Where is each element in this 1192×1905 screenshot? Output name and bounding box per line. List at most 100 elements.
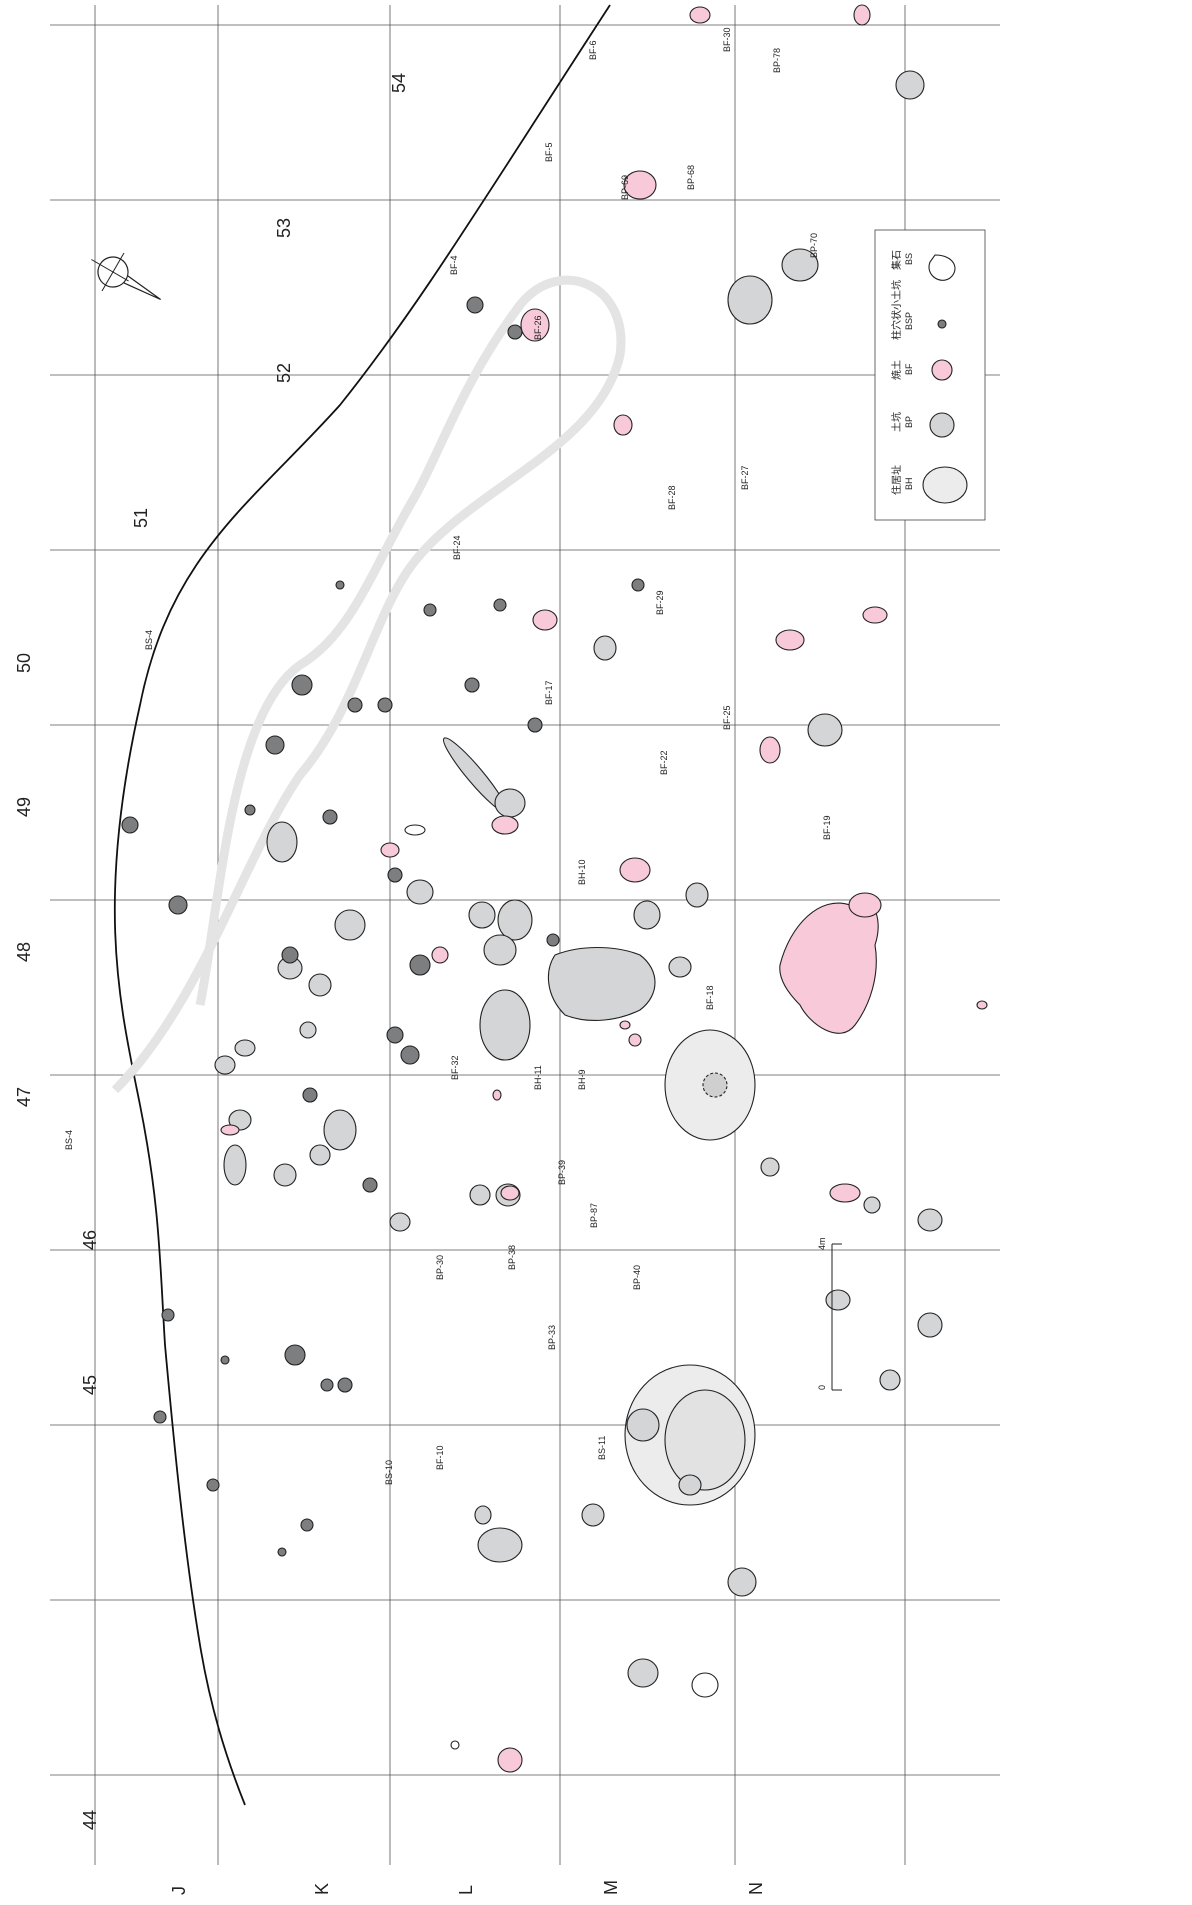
bsp-50[interactable]: [320, 1378, 334, 1392]
bp-71[interactable]: [547, 946, 656, 1021]
bf-28[interactable]: [775, 629, 805, 651]
bf-6[interactable]: [689, 6, 711, 24]
bf-7[interactable]: [380, 842, 400, 858]
bsp-5[interactable]: [161, 1308, 175, 1322]
bp-37[interactable]: [626, 1408, 660, 1442]
bf-16[interactable]: [492, 1089, 502, 1101]
bp-34[interactable]: [323, 1109, 357, 1151]
bp-39[interactable]: [678, 1474, 702, 1496]
bp-8[interactable]: [266, 821, 298, 863]
bsp-20[interactable]: [347, 697, 363, 713]
bsp-64[interactable]: [527, 717, 543, 733]
bp-66[interactable]: [479, 989, 531, 1061]
bp-67[interactable]: [807, 713, 843, 747]
bsp-74[interactable]: [337, 1377, 353, 1393]
bsp-33[interactable]: [466, 296, 484, 314]
bp-36[interactable]: [309, 1144, 331, 1166]
bp-42[interactable]: [299, 1021, 317, 1039]
bf-4[interactable]: [520, 308, 550, 342]
bp-62[interactable]: [483, 934, 517, 966]
bsp-63[interactable]: [464, 677, 480, 693]
bsp-62[interactable]: [493, 598, 507, 612]
bp-40[interactable]: [727, 1567, 757, 1597]
bsp-55[interactable]: [362, 1177, 378, 1193]
bs-10[interactable]: [450, 1740, 460, 1750]
bsp-27[interactable]: [291, 674, 313, 696]
bp-49[interactable]: [214, 1055, 236, 1075]
bf-20[interactable]: [628, 1033, 642, 1047]
bsp-75[interactable]: [409, 954, 431, 976]
bp-47[interactable]: [497, 899, 533, 941]
bp-88[interactable]: [234, 1039, 256, 1057]
bsp-31[interactable]: [423, 603, 437, 617]
bsp-38[interactable]: [284, 1344, 306, 1366]
bsp-65[interactable]: [631, 578, 645, 592]
bp-59[interactable]: [633, 900, 661, 930]
bp-53[interactable]: [825, 1289, 851, 1311]
bsp-40[interactable]: [281, 946, 299, 964]
bsp-19[interactable]: [322, 809, 338, 825]
bsp-6[interactable]: [121, 816, 139, 834]
bp-38[interactable]: [581, 1503, 605, 1527]
bp-44[interactable]: [389, 1212, 411, 1232]
bsp-14[interactable]: [168, 895, 188, 915]
bf-12[interactable]: [220, 1124, 240, 1136]
bp-72[interactable]: [760, 1157, 780, 1177]
bf-24[interactable]: [532, 609, 558, 631]
bf-19[interactable]: [976, 1000, 988, 1010]
bsp-30[interactable]: [335, 580, 345, 590]
bsp-60[interactable]: [546, 933, 560, 947]
bp-73[interactable]: [668, 956, 692, 978]
bsp-18[interactable]: [265, 735, 285, 755]
bp-78[interactable]: [895, 70, 925, 100]
bf-18[interactable]: [829, 1183, 861, 1203]
bf-27[interactable]: [862, 606, 888, 624]
bp-45[interactable]: [223, 1144, 247, 1186]
bp-60[interactable]: [469, 1184, 491, 1206]
bsp-4[interactable]: [220, 1355, 230, 1365]
bf-23[interactable]: [431, 946, 449, 964]
bf-25[interactable]: [848, 892, 882, 918]
bp-64[interactable]: [406, 879, 434, 905]
bsp-88[interactable]: [386, 1026, 404, 1044]
bp-48[interactable]: [334, 909, 366, 941]
bf-14[interactable]: [404, 824, 426, 836]
bp-69[interactable]: [727, 275, 773, 325]
bf-21[interactable]: [619, 1020, 631, 1030]
bsp-9[interactable]: [244, 804, 256, 816]
bp-46[interactable]: [228, 1109, 252, 1131]
bf-26[interactable]: [613, 414, 633, 436]
bp-89[interactable]: [702, 1072, 728, 1098]
bf-5[interactable]: [623, 170, 657, 200]
bp-56[interactable]: [879, 1369, 901, 1391]
bp-58[interactable]: [685, 882, 709, 908]
bp-81[interactable]: [593, 635, 617, 661]
bf-10[interactable]: [497, 1747, 523, 1773]
bf-29[interactable]: [759, 736, 781, 764]
bf-32[interactable]: [500, 1185, 520, 1201]
bsp-48[interactable]: [300, 1518, 314, 1532]
bs-11[interactable]: [691, 1672, 719, 1698]
bp-86[interactable]: [494, 788, 526, 818]
bf-30[interactable]: [853, 4, 871, 26]
bsp-61[interactable]: [387, 867, 403, 883]
bsp-3[interactable]: [153, 1410, 167, 1424]
bsp-2[interactable]: [206, 1478, 220, 1492]
bsp-34[interactable]: [507, 324, 523, 340]
bp-54[interactable]: [917, 1208, 943, 1232]
bf-13-15[interactable]: [491, 815, 519, 835]
bp-68[interactable]: [781, 248, 819, 282]
bp-57[interactable]: [917, 1312, 943, 1338]
bf-22[interactable]: [779, 899, 879, 1034]
bh-9[interactable]: [664, 1389, 746, 1491]
bsp-76[interactable]: [400, 1045, 420, 1065]
bp-55[interactable]: [863, 1196, 881, 1214]
bsp-52[interactable]: [302, 1087, 318, 1103]
bsp-21[interactable]: [377, 697, 393, 713]
bsp-1[interactable]: [277, 1547, 287, 1557]
bp-30[interactable]: [477, 1527, 523, 1563]
bp-41[interactable]: [308, 973, 332, 997]
bp-75[interactable]: [468, 901, 496, 929]
bf-17[interactable]: [619, 857, 651, 883]
bp-33[interactable]: [627, 1658, 659, 1688]
